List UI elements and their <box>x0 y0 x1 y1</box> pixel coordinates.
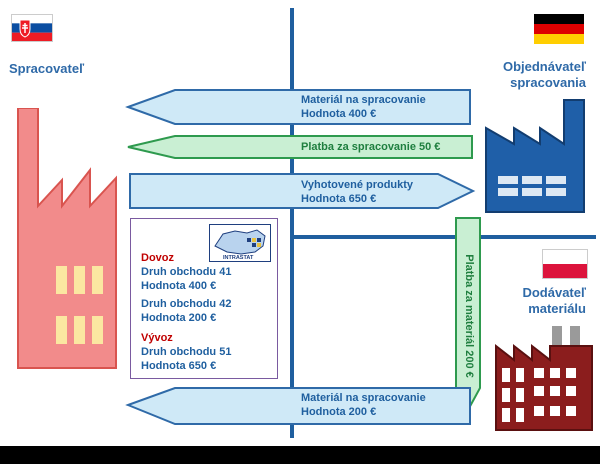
orderer-factory-icon <box>485 99 585 213</box>
bottom-black-bar <box>0 446 600 464</box>
orderer-label-line2: spracovania <box>510 75 586 90</box>
poland-flag-icon <box>542 249 588 279</box>
supplier-label-line2: materiálu <box>528 301 586 316</box>
import-line-3: Druh obchodu 42 <box>141 298 232 310</box>
orderer-label-line1: Objednávateľ <box>502 59 586 74</box>
arrow-products-650-line1: Vyhotovené produkty <box>301 179 414 191</box>
arrow-payment-50 <box>127 135 473 159</box>
export-line-2: Hodnota 650 € <box>141 360 217 372</box>
arrow-material-200 <box>125 387 471 425</box>
export-heading: Vývoz <box>141 332 173 344</box>
flow-arrows <box>125 89 481 425</box>
arrow-payment-200-label-wrap: Platba za materiál 200 € <box>462 236 476 396</box>
export-line-1: Druh obchodu 51 <box>141 346 232 358</box>
arrow-payment-200-label: Platba za materiál 200 € <box>463 254 475 378</box>
supplier-factory-icon <box>495 326 593 431</box>
import-line-2: Hodnota 400 € <box>141 280 217 292</box>
arrow-material-400 <box>125 89 471 125</box>
intrastat-info-box: INTRASTAT Dovoz Druh obchodu 41 Hodnota … <box>130 218 278 379</box>
arrow-payment-200 <box>455 217 481 413</box>
divider-lines <box>290 8 596 438</box>
germany-flag-icon <box>534 14 584 44</box>
import-line-1: Druh obchodu 41 <box>141 266 232 278</box>
arrow-material-400-line2: Hodnota 400 € <box>301 108 377 120</box>
arrow-material-200-line1: Materiál na spracovanie <box>301 392 426 404</box>
arrow-products-650 <box>129 173 476 209</box>
import-heading: Dovoz <box>141 252 174 264</box>
processor-label: Spracovateľ <box>9 61 85 76</box>
arrow-payment-50-label: Platba za spracovanie 50 € <box>301 141 441 153</box>
slovakia-flag-icon <box>11 14 53 42</box>
import-line-4: Hodnota 200 € <box>141 312 217 324</box>
intrastat-logo-text: INTRASTAT <box>223 255 254 261</box>
arrow-material-400-line1: Materiál na spracovanie <box>301 94 426 106</box>
arrow-material-200-line2: Hodnota 200 € <box>301 406 377 418</box>
supplier-label-line1: Dodávateľ <box>522 285 586 300</box>
intrastat-logo-icon: INTRASTAT <box>209 224 271 262</box>
arrow-products-650-line2: Hodnota 650 € <box>301 193 377 205</box>
processor-factory-icon <box>17 108 117 369</box>
